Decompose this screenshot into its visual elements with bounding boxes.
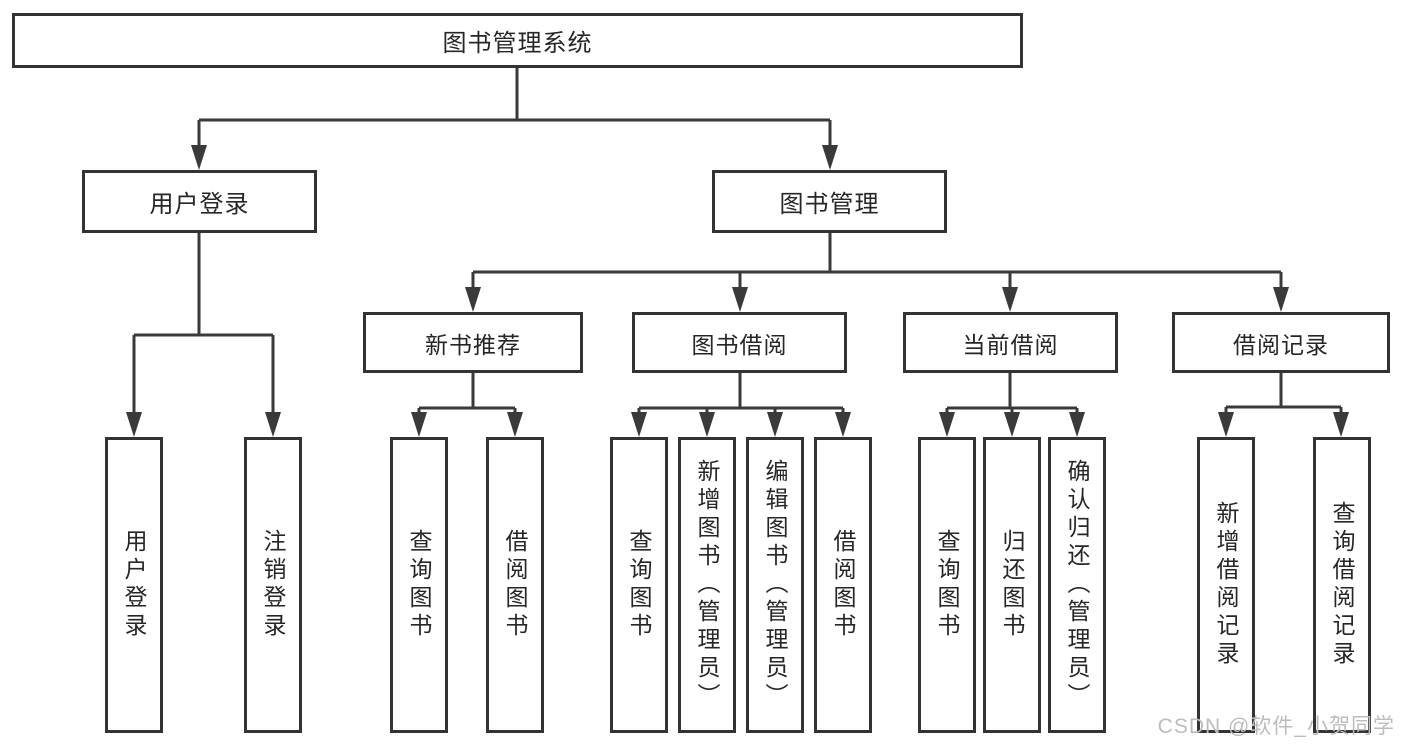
arrowhead-icon	[939, 412, 955, 437]
section-node-current-borrowing: 当前借阅	[903, 312, 1118, 373]
branch-node-user-login: 用户登录	[82, 170, 317, 233]
leaf-node-query-books-recommend: 查询图书	[390, 437, 448, 733]
connector-current-borrowing-branch	[939, 373, 1085, 437]
leaf-node-confirm-return-admin: 确认归还（管理员）	[1048, 437, 1106, 733]
section-node-book-borrowing: 图书借阅	[632, 312, 847, 373]
arrowhead-icon	[411, 412, 427, 437]
arrowhead-icon	[822, 145, 838, 170]
arrowhead-icon	[835, 412, 851, 437]
leaf-node-user-login: 用户登录	[105, 437, 163, 733]
arrowhead-icon	[732, 287, 748, 312]
section-node-new-book-recommend: 新书推荐	[363, 312, 583, 373]
arrowhead-icon	[1002, 287, 1018, 312]
leaf-node-edit-book-admin: 编辑图书（管理员）	[746, 437, 804, 733]
connector-borrowing-records-branch	[1218, 373, 1349, 437]
leaf-node-add-borrow-record: 新增借阅记录	[1197, 437, 1255, 733]
leaf-node-logout: 注销登录	[244, 437, 302, 733]
branch-node-book-management: 图书管理	[712, 170, 947, 233]
arrowhead-icon	[1069, 412, 1085, 437]
arrowhead-icon	[465, 287, 481, 312]
arrowhead-icon	[191, 145, 207, 170]
csdn-watermark: CSDN @软件_小贺同学	[1157, 715, 1395, 738]
section-node-borrowing-records: 借阅记录	[1172, 312, 1390, 373]
connector-book-management-branch	[465, 233, 1289, 312]
leaf-node-add-book-admin: 新增图书（管理员）	[678, 437, 736, 733]
connector-new-book-branch	[411, 373, 523, 437]
arrowhead-icon	[1218, 412, 1234, 437]
leaf-node-borrow-books-borrowing: 借阅图书	[814, 437, 872, 733]
leaf-node-return-book: 归还图书	[983, 437, 1041, 733]
connector-root-branch	[191, 66, 838, 170]
arrowhead-icon	[1273, 287, 1289, 312]
arrowhead-icon	[126, 412, 142, 437]
arrowhead-icon	[265, 412, 281, 437]
arrowhead-icon	[1333, 412, 1349, 437]
root-node-library-system: 图书管理系统	[12, 13, 1023, 68]
arrowhead-icon	[767, 412, 783, 437]
connector-book-borrowing-branch	[631, 373, 851, 437]
arrowhead-icon	[631, 412, 647, 437]
arrowhead-icon	[507, 412, 523, 437]
leaf-node-borrow-books-recommend: 借阅图书	[486, 437, 544, 733]
leaf-node-query-borrow-record: 查询借阅记录	[1313, 437, 1371, 733]
connector-user-login-branch	[126, 233, 281, 437]
leaf-node-query-books-current: 查询图书	[918, 437, 976, 733]
arrowhead-icon	[699, 412, 715, 437]
arrowhead-icon	[1004, 412, 1020, 437]
leaf-node-query-books-borrowing: 查询图书	[610, 437, 668, 733]
